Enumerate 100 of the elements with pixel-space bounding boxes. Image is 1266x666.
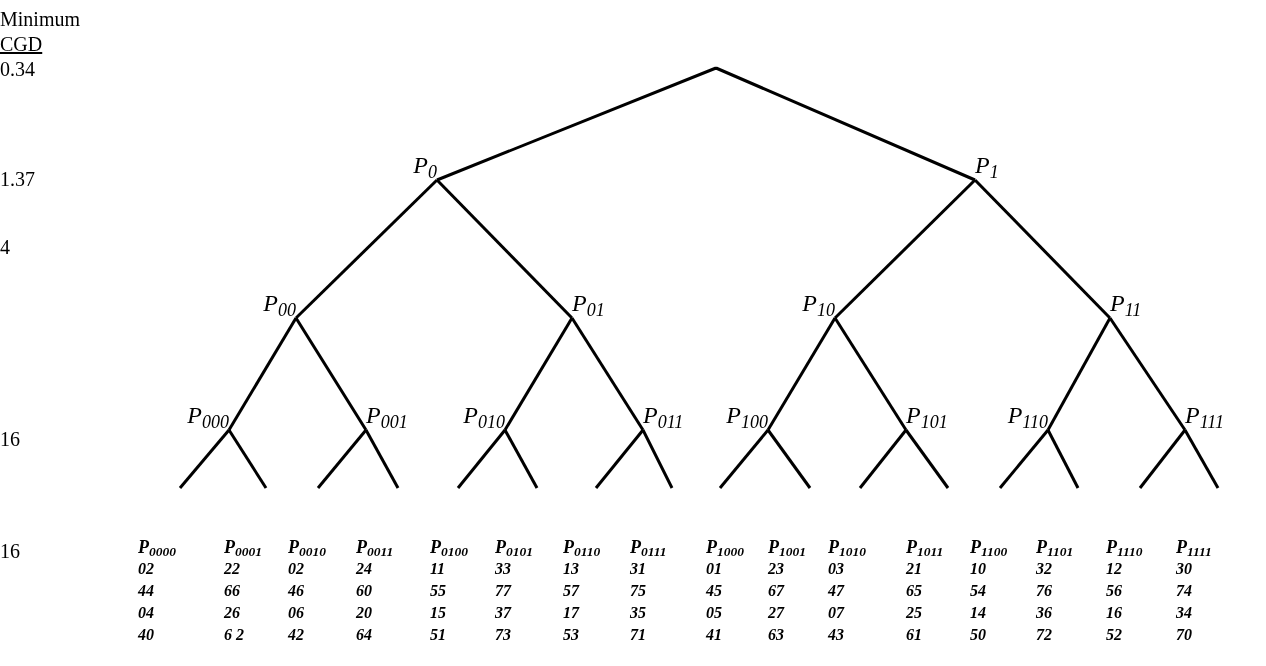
leaf-value: 43 (828, 625, 844, 645)
leaf-value: 23 (768, 559, 784, 579)
leaf-name: P$_{0110}$ (563, 536, 601, 558)
tree-branch (570, 317, 645, 431)
node-label: P$_{110}$ (1007, 400, 1048, 430)
leaf-value: 36 (1036, 603, 1052, 623)
node-label: P$_{100}$ (726, 400, 768, 430)
tree-branch (503, 429, 539, 489)
leaf-name: P$_{1110}$ (1106, 536, 1143, 558)
tree-branch (503, 317, 574, 431)
tree-branch (294, 317, 368, 431)
leaf-name: P$_{1010}$ (828, 536, 866, 558)
leaf-name: P$_{0101}$ (495, 536, 533, 558)
leaf-value: 53 (563, 625, 579, 645)
tree-branch (435, 178, 574, 320)
leaf-value: 03 (828, 559, 844, 579)
leaf-value: 72 (1036, 625, 1052, 645)
cgd-value: 0.34 (0, 58, 35, 80)
leaf-value: 04 (138, 603, 154, 623)
leaf-value: 46 (288, 581, 304, 601)
leaf-value: 61 (906, 625, 922, 645)
leaf-value: 40 (138, 625, 154, 645)
axis-heading: Minimum (0, 8, 80, 30)
tree-branch (833, 178, 977, 320)
node-label: P$_{1}$ (975, 150, 999, 180)
tree-branch (1108, 317, 1187, 431)
cgd-value: 16 (0, 428, 20, 450)
leaf-value: 70 (1176, 625, 1192, 645)
leaf-name: P$_{1001}$ (768, 536, 806, 558)
leaf-value: 55 (430, 581, 446, 601)
leaf-value: 33 (495, 559, 511, 579)
tree-branch (227, 317, 298, 431)
leaf-value: 17 (563, 603, 579, 623)
tree-branch (766, 429, 812, 489)
tree-branch (594, 429, 645, 489)
tree-branch (364, 429, 400, 489)
node-label: P$_{000}$ (187, 400, 229, 430)
tree-branch (227, 429, 268, 489)
leaf-value: 57 (563, 581, 579, 601)
leaf-value: 26 (224, 603, 240, 623)
leaf-value: 21 (906, 559, 922, 579)
leaf-name: P$_{0010}$ (288, 536, 326, 558)
leaf-name: P$_{0000}$ (138, 536, 176, 558)
leaf-name: P$_{1101}$ (1036, 536, 1074, 558)
tree-branch (766, 317, 837, 431)
leaf-value: 52 (1106, 625, 1122, 645)
tree-branch (641, 429, 674, 489)
leaf-value: 41 (706, 625, 722, 645)
leaf-value: 35 (630, 603, 646, 623)
tree-branch (1046, 429, 1080, 489)
leaf-value: 31 (630, 559, 646, 579)
leaf-value: 50 (970, 625, 986, 645)
leaf-value: 73 (495, 625, 511, 645)
leaf-value: 42 (288, 625, 304, 645)
leaf-value: 76 (1036, 581, 1052, 601)
leaf-name: P$_{0100}$ (430, 536, 468, 558)
leaf-value: 07 (828, 603, 844, 623)
node-label: P$_{0}$ (413, 150, 437, 180)
node-label: P$_{011}$ (643, 400, 684, 430)
node-label: P$_{001}$ (366, 400, 408, 430)
leaf-value: 71 (630, 625, 646, 645)
leaf-value: 27 (768, 603, 784, 623)
node-label: P$_{101}$ (906, 400, 948, 430)
leaf-value: 30 (1176, 559, 1192, 579)
leaf-value: 77 (495, 581, 511, 601)
leaf-value: 02 (138, 559, 154, 579)
leaf-value: 44 (138, 581, 154, 601)
cgd-value: 16 (0, 540, 20, 562)
leaf-value: 75 (630, 581, 646, 601)
leaf-name: P$_{0011}$ (356, 536, 394, 558)
leaf-value: 45 (706, 581, 722, 601)
leaf-value: 37 (495, 603, 511, 623)
leaf-name: P$_{1000}$ (706, 536, 744, 558)
tree-branch (436, 66, 717, 182)
tree-branch (1046, 317, 1112, 431)
tree-branch (1138, 429, 1187, 489)
tree-branch (973, 178, 1112, 320)
tree-branch (1183, 429, 1220, 489)
leaf-value: 25 (906, 603, 922, 623)
leaf-value: 67 (768, 581, 784, 601)
leaf-value: 74 (1176, 581, 1192, 601)
tree-branch (456, 429, 507, 489)
tree-branch (178, 429, 231, 489)
leaf-name: P$_{1100}$ (970, 536, 1008, 558)
leaf-value: 64 (356, 625, 372, 645)
leaf-name: P$_{0111}$ (630, 536, 667, 558)
leaf-value: 54 (970, 581, 986, 601)
node-label: P$_{11}$ (1110, 288, 1142, 318)
leaf-value: 63 (768, 625, 784, 645)
leaf-value: 13 (563, 559, 579, 579)
leaf-value: 02 (288, 559, 304, 579)
leaf-value: 56 (1106, 581, 1122, 601)
leaf-value: 14 (970, 603, 986, 623)
leaf-value: 20 (356, 603, 372, 623)
leaf-value: 32 (1036, 559, 1052, 579)
tree-branch (316, 429, 368, 489)
node-label: P$_{10}$ (802, 288, 835, 318)
node-label: P$_{111}$ (1185, 400, 1224, 430)
tree-branch (715, 66, 976, 182)
leaf-value: 60 (356, 581, 372, 601)
